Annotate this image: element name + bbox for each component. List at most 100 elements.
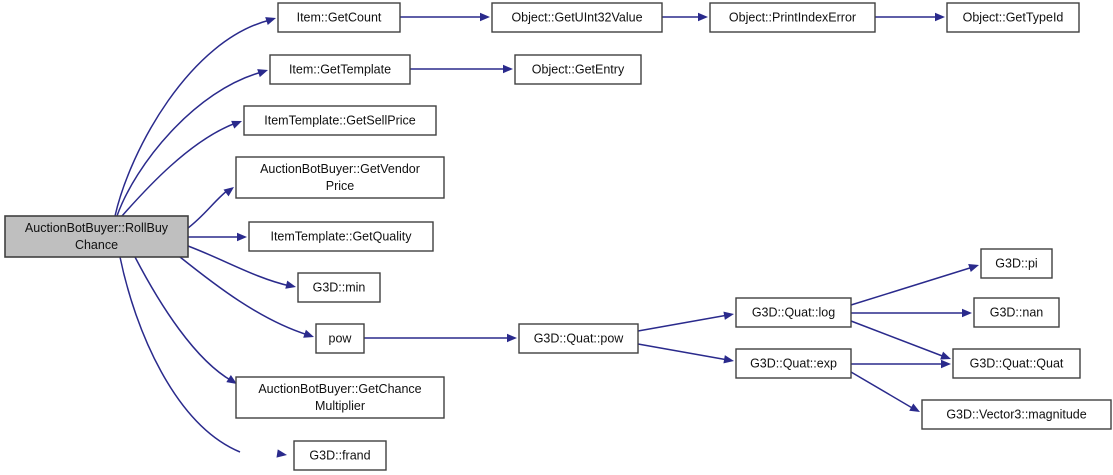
call-node-quatlog[interactable]: G3D::Quat::log (735, 297, 852, 328)
arrowhead-icon (935, 12, 945, 22)
node-box[interactable] (973, 297, 1060, 328)
arrowhead-icon (223, 187, 234, 197)
call-node-quatpow[interactable]: G3D::Quat::pow (518, 323, 639, 354)
node-box[interactable] (491, 2, 663, 33)
call-node-getuint32value[interactable]: Object::GetUInt32Value (491, 2, 663, 33)
call-node-getquality[interactable]: ItemTemplate::GetQuality (248, 221, 434, 252)
node-label: G3D::Vector3::magnitude (946, 407, 1086, 421)
call-node-gettemplate[interactable]: Item::GetTemplate (269, 54, 411, 85)
node-label: G3D::frand (309, 448, 370, 462)
node-label: Object::GetEntry (532, 62, 625, 76)
arrowhead-icon (231, 120, 242, 129)
arrowhead-icon (480, 12, 490, 22)
call-node-quatquat[interactable]: G3D::Quat::Quat (952, 348, 1081, 379)
call-node-printindexerror[interactable]: Object::PrintIndexError (709, 2, 876, 33)
call-edge-quatpow-to-quatlog (637, 311, 734, 332)
node-label: AuctionBotBuyer::GetVendor (260, 162, 420, 176)
call-node-getsellprice[interactable]: ItemTemplate::GetSellPrice (243, 105, 437, 136)
node-label: Price (326, 179, 355, 193)
call-node-g3dpi[interactable]: G3D::pi (980, 248, 1053, 279)
call-node-gettypeid[interactable]: Object::GetTypeId (946, 2, 1080, 33)
call-edge-rollbuychance-to-getvendorprice (187, 187, 234, 229)
node-box[interactable] (235, 376, 445, 419)
call-node-vec3magnitude[interactable]: G3D::Vector3::magnitude (921, 399, 1112, 430)
node-label: Item::GetCount (297, 10, 382, 24)
call-edge-pow-to-quatpow (364, 333, 517, 343)
arrowhead-icon (265, 17, 276, 26)
call-edge-rollbuychance-to-g3dmin (187, 245, 296, 289)
node-box[interactable] (980, 248, 1053, 279)
node-box[interactable] (735, 297, 852, 328)
node-box[interactable] (315, 323, 365, 354)
node-label: Object::GetTypeId (963, 10, 1064, 24)
call-edge-rollbuychance-to-getchancemultiplier (134, 256, 237, 384)
node-label: Multiplier (315, 399, 365, 413)
node-box[interactable] (235, 156, 445, 199)
arrowhead-icon (226, 375, 237, 384)
call-node-frand[interactable]: G3D::frand (293, 440, 387, 471)
call-node-g3dmin[interactable]: G3D::min (297, 272, 381, 303)
node-label: ItemTemplate::GetQuality (270, 229, 412, 243)
node-box[interactable] (248, 221, 434, 252)
arrowhead-icon (723, 355, 734, 364)
arrowhead-icon (237, 232, 247, 242)
arrowhead-icon (723, 311, 734, 320)
node-label: G3D::Quat::log (752, 305, 835, 319)
call-edge-getcount-to-getuint32value (400, 12, 490, 22)
call-node-quatexp[interactable]: G3D::Quat::exp (735, 348, 852, 379)
node-box[interactable] (946, 2, 1080, 33)
node-label: Item::GetTemplate (289, 62, 391, 76)
node-box[interactable] (952, 348, 1081, 379)
call-edge-rollbuychance-to-frand (119, 256, 287, 458)
node-box[interactable] (514, 54, 642, 85)
call-node-getcount[interactable]: Item::GetCount (277, 2, 401, 33)
node-label: G3D::pi (995, 256, 1037, 270)
call-edge-gettemplate-to-getentry (410, 64, 513, 74)
call-edge-getuint32value-to-printindexerror (662, 12, 708, 22)
call-edge-rollbuychance-to-getcount (114, 17, 276, 217)
node-label: ItemTemplate::GetSellPrice (264, 113, 415, 127)
node-label: AuctionBotBuyer::GetChance (258, 382, 421, 396)
node-label: Object::PrintIndexError (729, 10, 856, 24)
arrowhead-icon (276, 449, 287, 458)
node-label: pow (329, 331, 353, 345)
node-label: G3D::Quat::pow (534, 331, 625, 345)
node-box[interactable] (293, 440, 387, 471)
node-box[interactable] (921, 399, 1112, 430)
node-label: G3D::min (313, 280, 366, 294)
node-label: Object::GetUInt32Value (511, 10, 642, 24)
call-edge-quatpow-to-quatexp (637, 343, 734, 364)
call-edge-rollbuychance-to-getquality (188, 232, 247, 242)
call-edge-quatlog-to-quatquat (850, 320, 951, 360)
arrowhead-icon (962, 308, 972, 318)
node-box[interactable] (735, 348, 852, 379)
arrowhead-icon (941, 359, 951, 369)
node-box[interactable] (518, 323, 639, 354)
call-edge-rollbuychance-to-gettemplate (116, 69, 268, 217)
node-label: G3D::Quat::Quat (970, 356, 1064, 370)
call-node-pow[interactable]: pow (315, 323, 365, 354)
arrowhead-icon (940, 351, 951, 360)
call-edge-quatexp-to-quatquat (851, 359, 951, 369)
arrowhead-icon (507, 333, 517, 343)
arrowhead-icon (698, 12, 708, 22)
node-box[interactable] (4, 215, 189, 258)
call-node-getentry[interactable]: Object::GetEntry (514, 54, 642, 85)
call-edge-quatlog-to-g3dnan (851, 308, 972, 318)
call-edge-rollbuychance-to-pow (179, 256, 314, 338)
node-label: AuctionBotBuyer::RollBuy (25, 221, 169, 235)
call-edge-quatexp-to-vec3magnitude (850, 371, 920, 412)
node-box[interactable] (297, 272, 381, 303)
node-box[interactable] (269, 54, 411, 85)
arrowhead-icon (503, 64, 513, 74)
call-node-g3dnan[interactable]: G3D::nan (973, 297, 1060, 328)
node-box[interactable] (243, 105, 437, 136)
node-box[interactable] (709, 2, 876, 33)
node-box[interactable] (277, 2, 401, 33)
